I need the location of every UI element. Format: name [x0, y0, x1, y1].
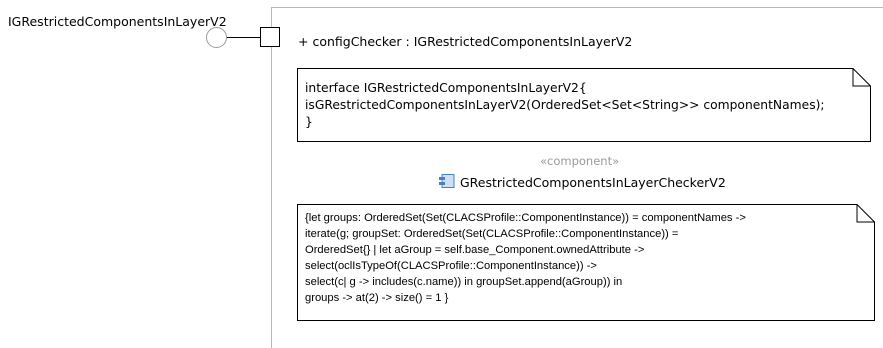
- note-line: groups -> at(2) -> size() = 1 }: [305, 291, 449, 304]
- note-line: }: [305, 115, 313, 129]
- interface-connector-line: [227, 37, 260, 38]
- note-line: iterate(g; groupSet: OrderedSet(Set(CLAC…: [305, 227, 679, 240]
- note-line: select(oclIsTypeOf(CLACSProfile::Compone…: [305, 259, 597, 272]
- provided-interface-lollipop[interactable]: [206, 27, 227, 48]
- note-line: interface IGRestrictedComponentsInLayerV…: [305, 81, 587, 95]
- component-icon: [439, 174, 455, 188]
- interface-note[interactable]: interface IGRestrictedComponentsInLayerV…: [297, 68, 871, 142]
- note-shape: [297, 68, 871, 142]
- note-body: {let groups: OrderedSet(Set(CLACSProfile…: [305, 211, 746, 306]
- attribute-config-checker[interactable]: + configChecker : IGRestrictedComponents…: [298, 34, 633, 49]
- component-name[interactable]: GRestrictedComponentsInLayerCheckerV2: [460, 175, 726, 190]
- note-line: {let groups: OrderedSet(Set(CLACSProfile…: [305, 212, 746, 224]
- note-line: select(c| g -> includes(c.name)) in grou…: [305, 275, 623, 288]
- note-body: interface IGRestrictedComponentsInLayerV…: [305, 80, 825, 131]
- port[interactable]: [260, 27, 280, 47]
- note-shape: [297, 204, 875, 321]
- component-frame: [271, 7, 883, 348]
- interface-label: IGRestrictedComponentsInLayerV2: [8, 14, 227, 29]
- note-line: OrderedSet{} | let aGroup = self.base_Co…: [305, 243, 645, 256]
- component-stereotype: «component»: [540, 154, 620, 168]
- ocl-constraint-note[interactable]: {let groups: OrderedSet(Set(CLACSProfile…: [297, 204, 875, 321]
- note-line: isGRestrictedComponentsInLayerV2(Ordered…: [305, 98, 825, 112]
